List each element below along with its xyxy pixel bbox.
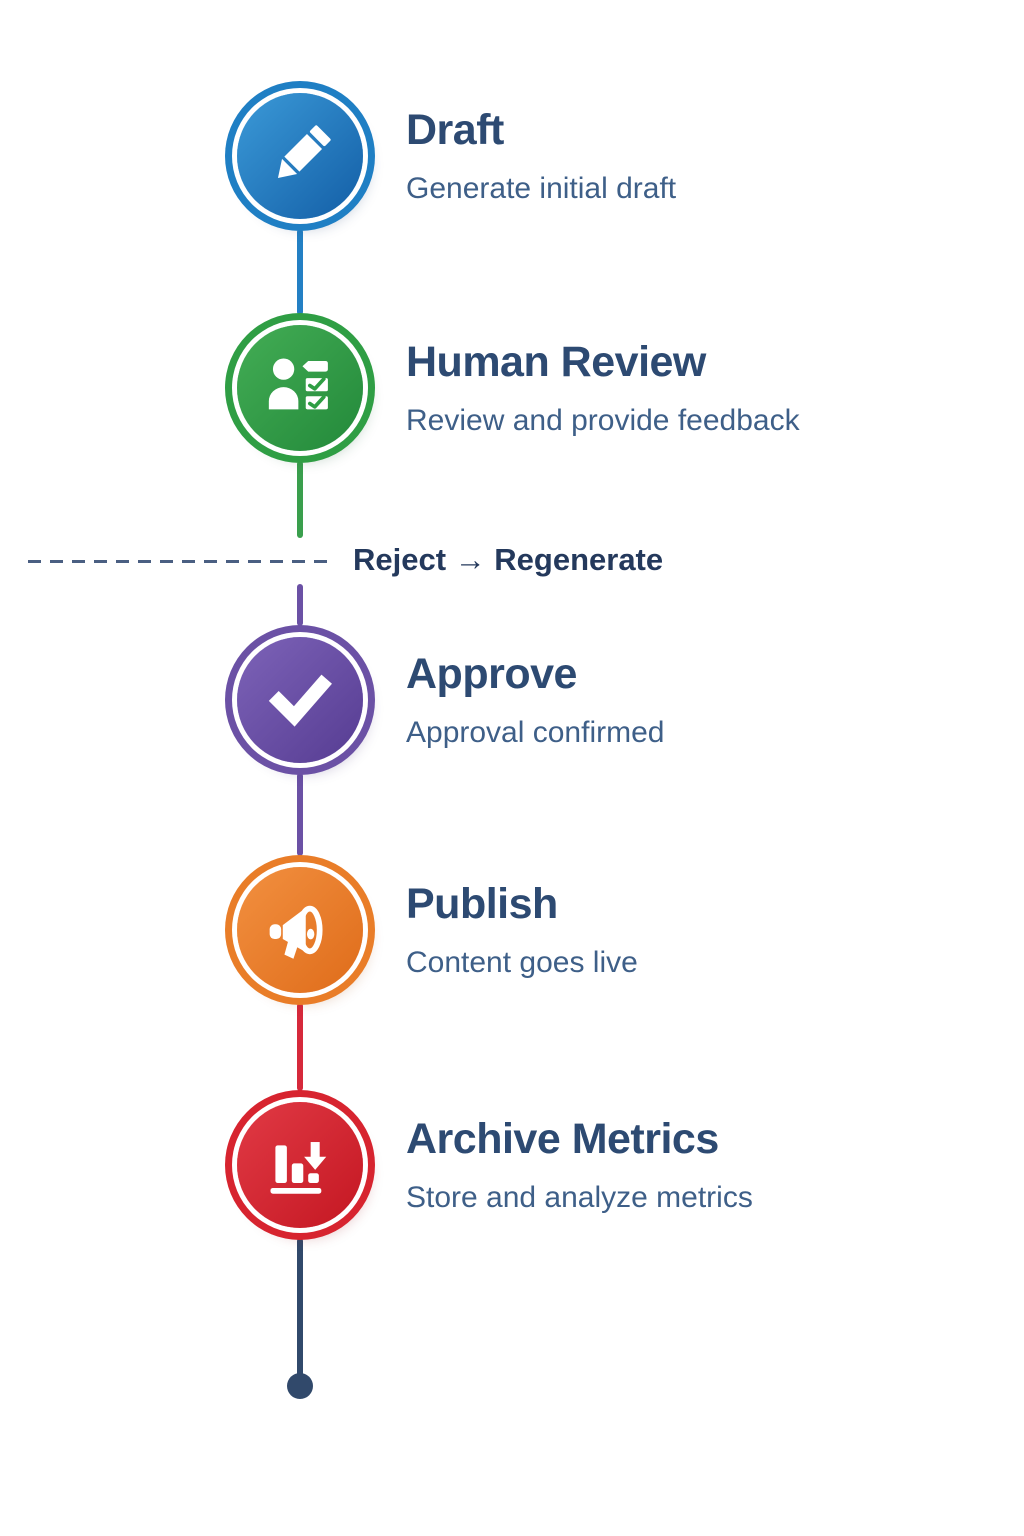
connector-publish-to-archive <box>297 1003 303 1091</box>
step-approve-badge <box>237 637 363 763</box>
connector-approve-to-publish <box>297 773 303 856</box>
person-checklist-icon <box>268 358 328 410</box>
step-title: Approve <box>406 650 577 698</box>
step-subtitle: Approval confirmed <box>406 716 665 750</box>
step-title: Human Review <box>406 338 706 386</box>
step-publish-text: Publish Content goes live <box>406 880 638 980</box>
step-subtitle: Store and analyze metrics <box>406 1181 753 1215</box>
step-publish-badge <box>237 867 363 993</box>
pencil-icon <box>277 125 331 179</box>
bar-chart-down-icon <box>270 1142 327 1194</box>
step-approve-text: Approve Approval confirmed <box>406 650 665 750</box>
step-title: Draft <box>406 106 504 154</box>
step-draft-badge <box>237 93 363 219</box>
reject-branch-label: Reject → Regenerate <box>353 542 664 577</box>
step-subtitle: Generate initial draft <box>406 172 677 206</box>
step-draft-text: Draft Generate initial draft <box>406 106 677 206</box>
connector-archive-to-end <box>297 1238 303 1378</box>
timeline-end-dot <box>287 1373 313 1399</box>
connector-review-to-branch <box>297 461 303 538</box>
step-subtitle: Content goes live <box>406 946 638 980</box>
step-archive-badge <box>237 1102 363 1228</box>
step-title: Publish <box>406 880 558 928</box>
step-archive-text: Archive Metrics Store and analyze metric… <box>406 1115 753 1215</box>
step-review-text: Human Review Review and provide feedback <box>406 338 800 438</box>
step-review-badge <box>237 325 363 451</box>
connector-branch-to-approve <box>297 584 303 626</box>
connector-draft-to-review <box>297 229 303 315</box>
checkmark-icon <box>268 674 332 727</box>
reject-branch-dashed-line <box>28 560 336 563</box>
step-title: Archive Metrics <box>406 1115 719 1163</box>
megaphone-icon <box>269 905 323 959</box>
step-subtitle: Review and provide feedback <box>406 404 800 438</box>
